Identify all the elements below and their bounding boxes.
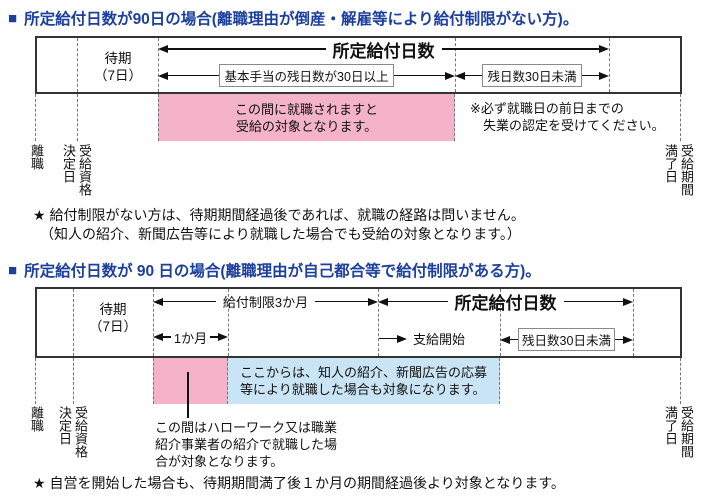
arrow-line [388, 300, 448, 303]
arrowhead-right [218, 333, 229, 341]
arrow-line [614, 338, 623, 341]
one-month-label: 1か月 [173, 330, 208, 346]
arrow-line [582, 74, 599, 77]
blue-note: ここからは、知人の紹介、新聞広告の応募 等により就職した場合も対象になります。 [240, 365, 488, 397]
remaining-30-or-more-label: 基本手当の残日数が30日以上 [218, 64, 395, 87]
divider-dashed [73, 289, 74, 356]
payment-start-arrow: 支給開始 [379, 330, 479, 347]
divider-dashed [158, 38, 159, 92]
arrow-line [210, 336, 219, 338]
divider-dashed [680, 358, 681, 404]
prescribed-days-label-2: 所定給付日数 [454, 294, 557, 313]
remaining-under-30-label-2: 残日数30日未満 [518, 328, 615, 351]
divider-dashed [609, 38, 610, 92]
arrowhead-left [158, 71, 168, 80]
divider-dashed [35, 358, 36, 404]
arrowhead-right [445, 71, 455, 80]
arrow-line [441, 48, 599, 50]
pink-note-1: この間に就職されますと 受給の対象となります。 [234, 102, 378, 134]
divider-dashed [77, 94, 78, 141]
payment-start-label: 支給開始 [413, 332, 466, 347]
arrowhead-left [153, 297, 163, 306]
remaining-under-30-arrow-1: 残日数30日未満 [455, 64, 609, 87]
arrow-line [394, 74, 445, 77]
arrowhead-right [623, 335, 633, 344]
footnote-2: ★ 自営を開始した場合も、待期期間満了後１か月の期間経過後より対象となります。 [33, 475, 565, 491]
divider-dashed [500, 289, 501, 356]
divider-dashed [73, 358, 74, 404]
divider-dashed [153, 289, 154, 356]
arrow-line [163, 336, 171, 338]
separation-label-2: 離職 [29, 406, 44, 432]
waiting-period-label-1: 待期 （7日） [93, 51, 142, 83]
arrowhead-left [455, 71, 465, 80]
divider-dashed [633, 289, 634, 356]
section1-heading-text: 所定給付日数が90日の場合(離職理由が倒産・解雇等により給付制限がない方)。 [24, 11, 579, 28]
decision-date-label-2: 受給資格 決定日 [57, 406, 88, 458]
divider-dashed [77, 38, 78, 92]
pink-pointer-note: この間はハローワーク又は職業 紹介事業者の紹介で就職した場 合が対象となります。 [155, 420, 338, 469]
restriction-3months-label: 給付制限3か月 [222, 295, 309, 310]
pink-highlight-1 [158, 94, 455, 141]
pink-highlight-2 [153, 358, 228, 404]
expiry-date-label-1: 受給期間 満了日 [663, 144, 694, 196]
arrowhead-right [599, 45, 609, 53]
one-month-arrow: 1か月 [153, 329, 229, 346]
arrowhead-right [368, 297, 379, 306]
restriction-3months-arrow: 給付制限3か月 [153, 293, 379, 310]
divider-dashed [455, 38, 456, 92]
pointer-line [187, 372, 189, 418]
blue-square-icon: ■ [8, 9, 18, 27]
footnote-1: ★ 給付制限がない方は、待期期間経過後であれば、就職の経路は問いません。 （知人… [33, 207, 525, 242]
divider-dashed [680, 94, 681, 141]
divider-dashed [378, 289, 379, 356]
section2-heading: ■ 所定給付日数が 90 日の場合(離職理由が自己都合等で給付制限がある方)。 [8, 259, 541, 281]
arrow-line [465, 74, 482, 77]
section2-heading-text: 所定給付日数が 90 日の場合(離職理由が自己都合等で給付制限がある方)。 [24, 263, 541, 280]
arrow-line [563, 300, 623, 303]
remaining-30-or-more-arrow: 基本手当の残日数が30日以上 [158, 64, 455, 87]
blue-square-icon: ■ [8, 261, 18, 279]
arrowhead-right [623, 297, 633, 306]
arrow-line [510, 338, 519, 341]
arrowhead-left [500, 335, 510, 344]
arrow-line [379, 337, 397, 340]
prescribed-days-arrow-2: 所定給付日数 [378, 292, 633, 313]
separation-label-1: 離職 [29, 144, 44, 170]
prescribed-days-arrow-1: 所定給付日数 [158, 40, 609, 61]
arrow-line [163, 300, 216, 303]
arrow-line [315, 300, 369, 303]
blue-highlight [228, 358, 500, 404]
arrow-line [168, 74, 219, 77]
arrowhead-left [153, 333, 163, 341]
remaining-under-30-arrow-2: 残日数30日未満 [500, 328, 633, 351]
remaining-under-30-label-1: 残日数30日未満 [481, 64, 583, 87]
divider-dashed [228, 289, 229, 356]
arrow-line [168, 48, 326, 50]
arrowhead-left [378, 297, 388, 306]
prescribed-days-label-1: 所定給付日数 [332, 41, 435, 61]
caution-note: ※必ず就職日の前日までの 失業の認定を受けてください。 [470, 101, 665, 133]
expiry-date-label-2: 受給期間 満了日 [663, 406, 694, 458]
waiting-period-label-2: 待期 （7日） [88, 302, 137, 334]
section1-heading: ■ 所定給付日数が90日の場合(離職理由が倒産・解雇等により給付制限がない方)。 [8, 7, 578, 29]
arrowhead-right [397, 334, 407, 343]
decision-date-label-1: 受給資格 決定日 [61, 144, 92, 196]
arrowhead-left [158, 45, 168, 53]
divider-dashed [35, 94, 36, 141]
arrowhead-right [599, 71, 609, 80]
